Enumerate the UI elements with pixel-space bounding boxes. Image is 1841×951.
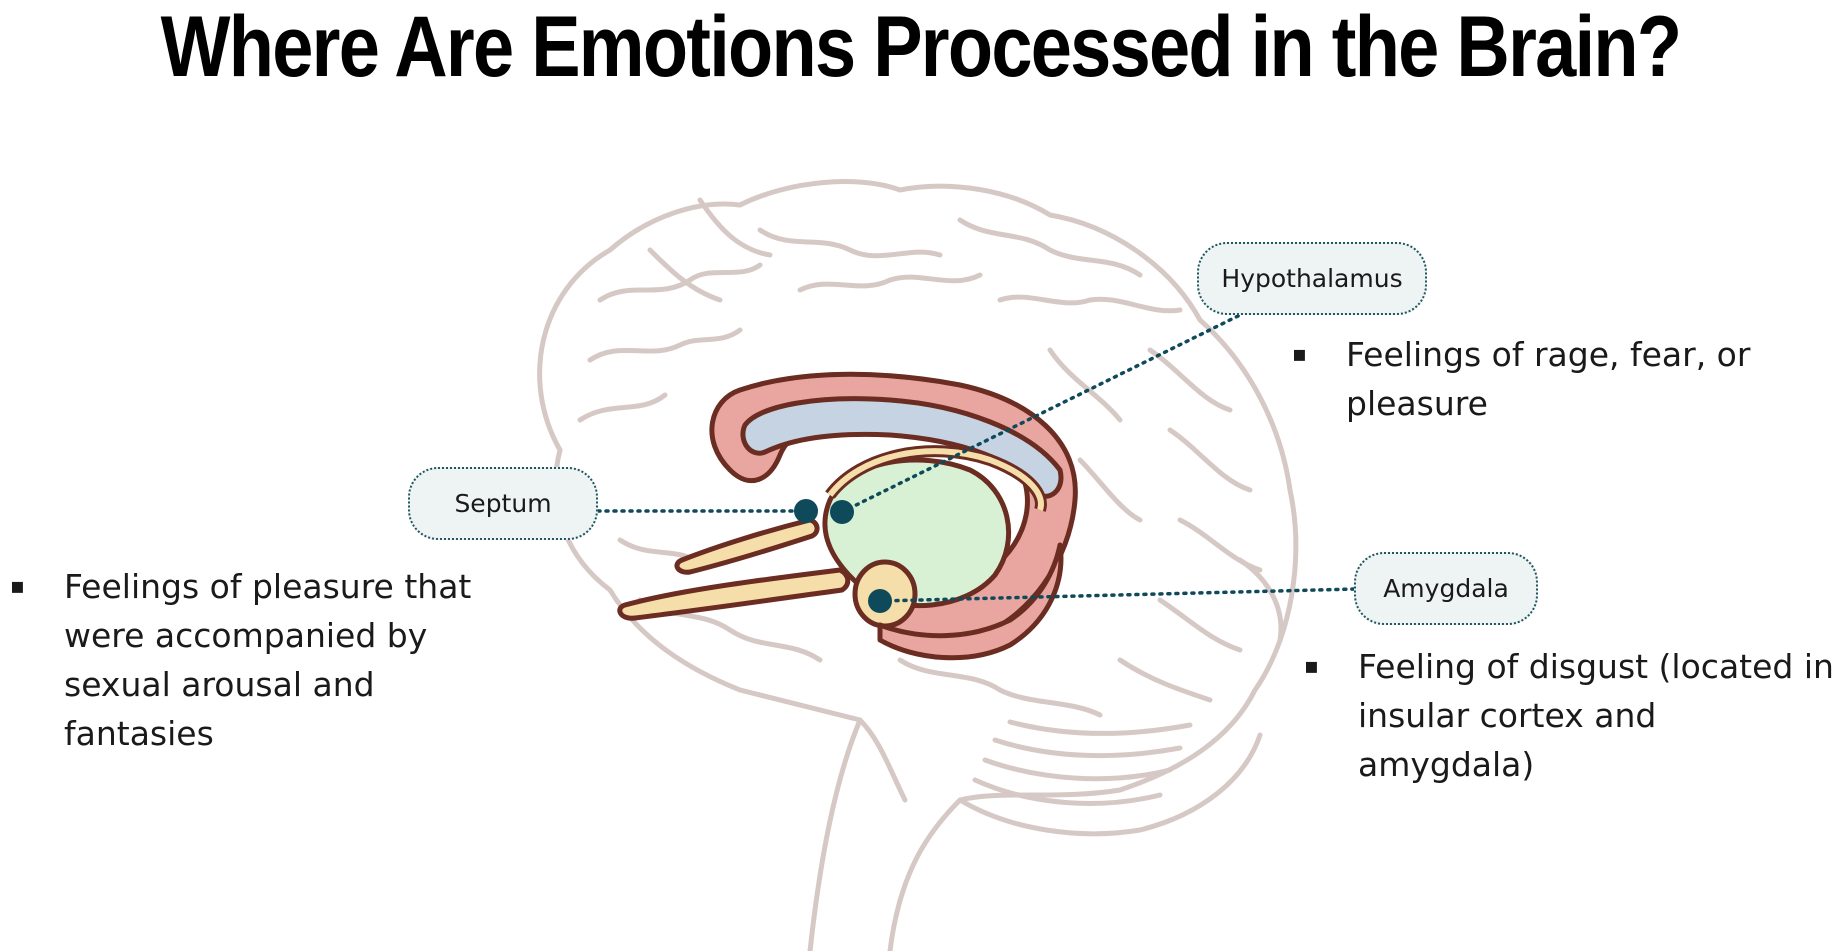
leader-lines (596, 313, 1358, 603)
page-title: Where Are Emotions Processed in the Brai… (160, 0, 1682, 95)
brain-outline (537, 179, 1299, 951)
hypothalamus-leader-line (840, 313, 1242, 514)
septum-description-text: Feelings of pleasure that were accompani… (64, 567, 472, 753)
thalamus (822, 457, 1012, 609)
olfactory-tract (617, 567, 851, 621)
hippocampus (877, 542, 1064, 661)
amygdala-leader-line (878, 587, 1358, 603)
list-item: ▪ Feeling of disgust (located in insular… (1304, 642, 1834, 789)
limbic-system (617, 371, 1078, 661)
amygdala-description: ▪ Feeling of disgust (located in insular… (1304, 642, 1834, 789)
square-bullet-icon: ▪ (1292, 342, 1307, 367)
septum-description: ▪ Feelings of pleasure that were accompa… (10, 562, 530, 758)
square-bullet-icon: ▪ (10, 574, 25, 599)
septum-label[interactable]: Septum (408, 467, 598, 540)
hypothalamus-description-text: Feelings of rage, fear, or pleasure (1346, 335, 1751, 423)
hypothalamus-marker-icon (830, 500, 854, 524)
amygdala-description-text: Feeling of disgust (located in insular c… (1358, 647, 1834, 784)
amygdala-label[interactable]: Amygdala (1354, 552, 1538, 625)
list-item: ▪ Feelings of pleasure that were accompa… (10, 562, 530, 758)
list-item: ▪ Feelings of rage, fear, or pleasure (1292, 330, 1792, 428)
markers (794, 499, 892, 613)
septum-marker-icon (794, 499, 818, 523)
hypothalamus-description: ▪ Feelings of rage, fear, or pleasure (1292, 330, 1792, 428)
amygdala-marker-icon (868, 589, 892, 613)
hypothalamus-label[interactable]: Hypothalamus (1197, 242, 1427, 315)
square-bullet-icon: ▪ (1304, 654, 1319, 679)
